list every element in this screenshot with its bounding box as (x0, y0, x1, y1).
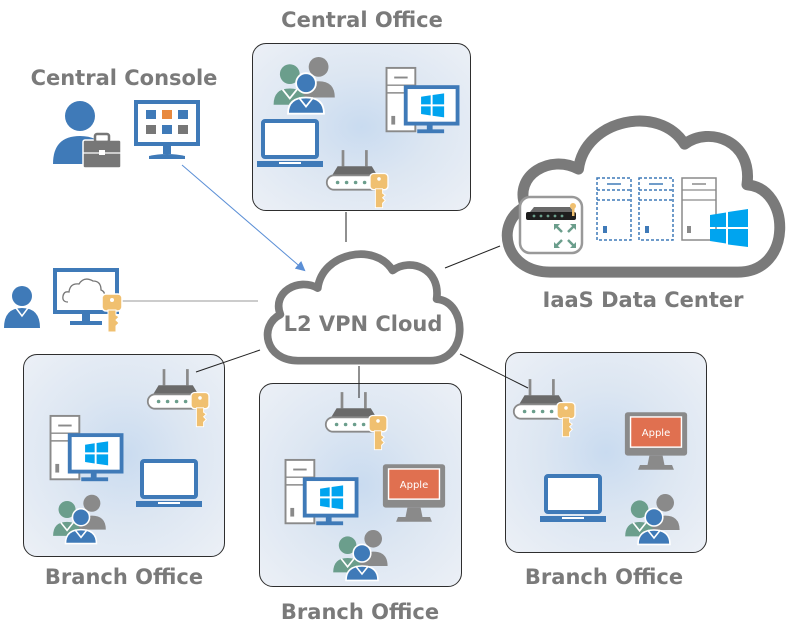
windows-server-icon (681, 177, 748, 247)
apple-label: Apple (400, 480, 428, 491)
link-iaas-to-cloud (444, 245, 501, 269)
hub-cloud-label: L2 VPN Cloud (283, 312, 443, 336)
users-group-icon (624, 493, 681, 546)
desktop-windows-icon (48, 414, 124, 484)
laptop-icon (540, 476, 606, 522)
central-office-label: Central Office (281, 8, 443, 32)
vpn-gateway-icon (518, 195, 584, 255)
user-icon (4, 286, 40, 328)
remote-user (4, 268, 123, 333)
cloud-monitor-key-icon (53, 268, 123, 333)
link-console-to-cloud (181, 164, 306, 272)
apple-monitor-icon: Apple (382, 463, 446, 523)
router-key-icon (325, 148, 390, 210)
virtual-server-icon (638, 177, 674, 241)
admin-user-briefcase-icon (53, 101, 122, 169)
branch-office-left-label: Branch Office (44, 565, 204, 589)
users-group-icon (52, 493, 107, 545)
branch-office-right-label: Branch Office (524, 565, 684, 589)
central-console (53, 100, 200, 169)
cloud-icon (268, 254, 460, 361)
virtual-server-icon (596, 177, 632, 241)
router-key-icon (146, 367, 211, 429)
laptop-icon (136, 461, 202, 507)
central-console-label: Central Console (30, 66, 218, 90)
router-key-icon (512, 377, 577, 439)
dashboard-monitor-icon (134, 100, 200, 159)
l2-vpn-cloud (268, 254, 460, 361)
windows-logo-icon (710, 209, 748, 247)
router-key-icon (324, 390, 389, 452)
users-group-icon (272, 56, 336, 115)
iaas-data-center-label: IaaS Data Center (542, 288, 744, 312)
apple-label: Apple (642, 428, 670, 439)
apple-monitor-icon: Apple (624, 411, 688, 471)
link-branch-right-to-cloud (459, 353, 529, 389)
iaas-data-center (507, 121, 779, 272)
laptop-icon (257, 121, 323, 167)
users-group-icon (332, 529, 389, 582)
branch-office-center-label: Branch Office (280, 600, 440, 624)
link-branch-left-to-cloud (195, 349, 261, 373)
desktop-windows-icon (384, 66, 460, 136)
desktop-windows-icon (283, 458, 359, 528)
